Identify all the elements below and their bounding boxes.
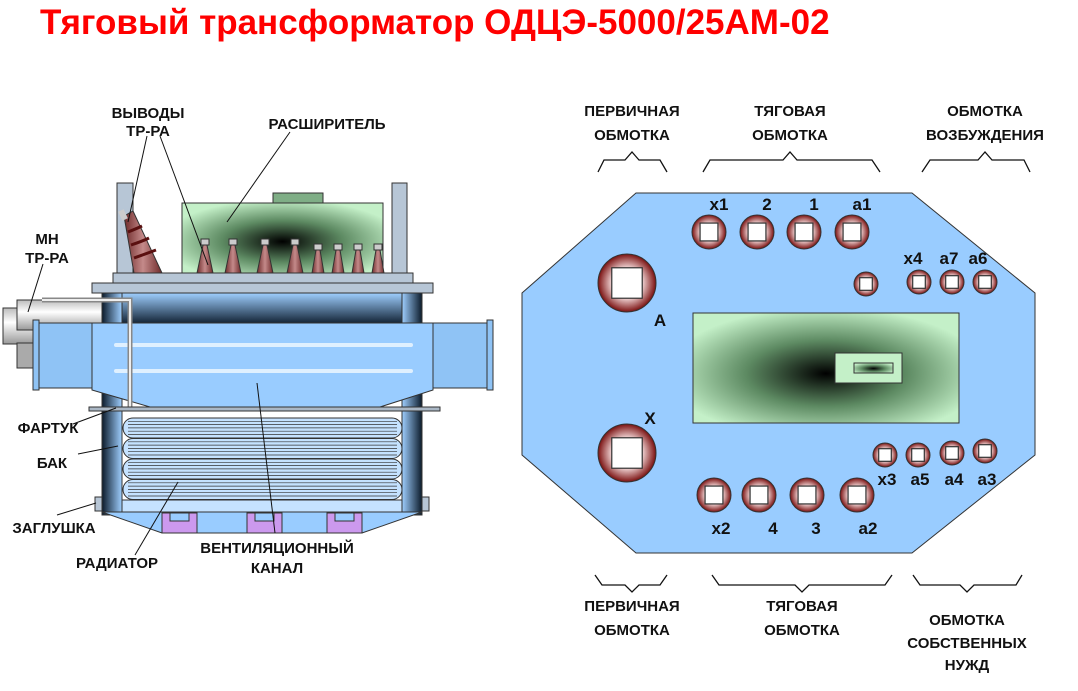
heading-primary-bottom: ОБМОТКА bbox=[594, 622, 670, 639]
terminal-label: a5 bbox=[911, 470, 930, 489]
terminal-label: a3 bbox=[978, 470, 997, 489]
label-radiator: РАДИАТОР bbox=[76, 555, 158, 572]
terminal-a1 bbox=[834, 214, 870, 250]
terminal-label-X: X bbox=[644, 409, 656, 428]
terminal-label: 3 bbox=[811, 519, 820, 538]
label-vyvody: ТР-РА bbox=[126, 123, 170, 140]
terminal-unlabeled bbox=[853, 271, 879, 297]
terminal-3 bbox=[789, 477, 825, 513]
plug bbox=[94, 496, 103, 512]
heading-aux: НУЖД bbox=[945, 657, 990, 674]
terminal-label: a2 bbox=[859, 519, 878, 538]
label-vent: ВЕНТИЛЯЦИОННЫЙ bbox=[200, 539, 353, 557]
terminal-a2 bbox=[839, 477, 875, 513]
apron bbox=[88, 406, 441, 412]
terminal-label: a1 bbox=[853, 195, 872, 214]
heading-primary-top: ПЕРВИЧНАЯ bbox=[584, 103, 679, 120]
terminal-label-A: A bbox=[654, 311, 666, 330]
terminal-a5 bbox=[905, 442, 931, 468]
transformer-side-view: ВЫВОДЫ ТР-РА РАСШИРИТЕЛЬ МН ТР-РА ФАРТУК… bbox=[2, 105, 494, 577]
expander bbox=[181, 202, 384, 274]
vent-channel-foot bbox=[326, 512, 363, 534]
leader-lines bbox=[27, 131, 291, 556]
heading-aux: ОБМОТКА bbox=[929, 612, 1005, 629]
terminal-a4 bbox=[939, 440, 965, 466]
terminal-a7 bbox=[939, 269, 965, 295]
heading-excitation: ВОЗБУЖДЕНИЯ bbox=[926, 127, 1044, 144]
terminal-label: x3 bbox=[878, 470, 897, 489]
terminal-label: x4 bbox=[904, 249, 923, 268]
terminal-label: a4 bbox=[945, 470, 964, 489]
air-duct bbox=[32, 319, 494, 408]
terminal-label: x2 bbox=[712, 519, 731, 538]
heading-traction-bottom: ОБМОТКА bbox=[764, 622, 840, 639]
heading-primary-top: ОБМОТКА bbox=[594, 127, 670, 144]
terminal-x1 bbox=[691, 214, 727, 250]
heading-aux: СОБСТВЕННЫХ bbox=[907, 635, 1027, 652]
transformer-top-view: ПЕРВИЧНАЯ ОБМОТКА ТЯГОВАЯ ОБМОТКА ОБМОТК… bbox=[521, 103, 1044, 674]
terminal-a6 bbox=[972, 269, 998, 295]
ventilation-channel-feet bbox=[161, 512, 363, 534]
label-mn: ТР-РА bbox=[25, 250, 69, 267]
terminal-x3 bbox=[872, 442, 898, 468]
label-vyvody: ВЫВОДЫ bbox=[112, 105, 185, 122]
terminal-4 bbox=[741, 477, 777, 513]
terminal-label: 1 bbox=[809, 195, 818, 214]
label-apron: ФАРТУК bbox=[18, 420, 80, 437]
heading-excitation: ОБМОТКА bbox=[947, 103, 1023, 120]
expander-cap bbox=[272, 192, 324, 204]
terminal-X bbox=[597, 423, 657, 483]
label-expander: РАСШИРИТЕЛЬ bbox=[268, 116, 385, 133]
label-plug: ЗАГЛУШКА bbox=[12, 520, 95, 537]
terminal-2 bbox=[739, 214, 775, 250]
heading-primary-bottom: ПЕРВИЧНАЯ bbox=[584, 598, 679, 615]
heading-traction-bottom: ТЯГОВАЯ bbox=[766, 598, 837, 615]
terminal-x2 bbox=[696, 477, 732, 513]
tank-lid bbox=[112, 272, 414, 284]
vent-channel-foot bbox=[161, 512, 198, 534]
label-mn: МН bbox=[35, 231, 58, 248]
terminal-x4 bbox=[906, 269, 932, 295]
vent-channel-foot bbox=[246, 512, 283, 534]
label-tank: БАК bbox=[37, 455, 68, 472]
terminal-label: a6 bbox=[969, 249, 988, 268]
heading-traction-top: ТЯГОВАЯ bbox=[754, 103, 825, 120]
terminal-a3 bbox=[972, 438, 998, 464]
page-title: Тяговый трансформатор ОДЦЭ-5000/25АМ-02 bbox=[40, 3, 830, 42]
right-post bbox=[391, 182, 408, 276]
terminal-A bbox=[597, 253, 657, 313]
terminal-label: 2 bbox=[762, 195, 771, 214]
terminal-1 bbox=[786, 214, 822, 250]
bushings-small bbox=[196, 238, 385, 274]
terminal-label: 4 bbox=[768, 519, 778, 538]
expander-top bbox=[692, 312, 960, 424]
label-vent: КАНАЛ bbox=[251, 560, 303, 577]
tank-flange bbox=[91, 282, 434, 294]
terminal-label: a7 bbox=[940, 249, 959, 268]
tank-top bbox=[101, 292, 423, 326]
braces bbox=[594, 151, 1031, 593]
terminal-label: x1 bbox=[710, 195, 729, 214]
heading-traction-top: ОБМОТКА bbox=[752, 127, 828, 144]
